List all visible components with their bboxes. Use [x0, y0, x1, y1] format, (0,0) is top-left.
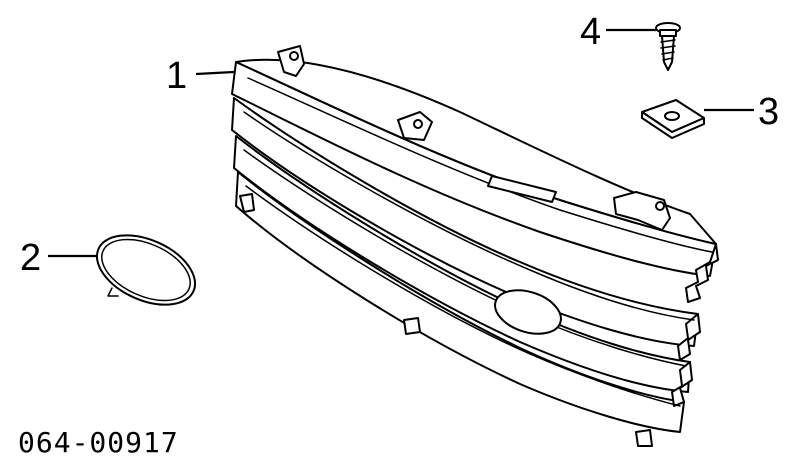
callout-1: 1 — [166, 55, 187, 97]
slat-edge-line-4 — [245, 185, 681, 407]
bottom-clip-left — [239, 193, 255, 213]
grille-slat-2 — [231, 97, 699, 347]
document-number: 064-00917 — [18, 426, 179, 459]
mounting-tab-right — [613, 191, 671, 231]
screw-part — [655, 22, 681, 71]
grille-end-cap-3 — [671, 361, 693, 407]
grille-top-rail — [235, 58, 717, 245]
slat-edge-line-1 — [247, 77, 713, 253]
callout-2: 2 — [20, 237, 41, 279]
grille-end-cap-1 — [685, 243, 719, 303]
slat-edge-line-2 — [243, 111, 695, 321]
grille-end-cap-2 — [677, 313, 701, 361]
grille-part — [231, 45, 719, 447]
mounting-tab-left — [277, 45, 305, 77]
ring-clip — [107, 287, 119, 297]
mounting-slot — [487, 175, 557, 203]
callout-3: 3 — [758, 91, 779, 133]
mounting-tab-center — [397, 111, 433, 141]
emblem-recess — [494, 289, 562, 335]
bottom-clip-right — [635, 429, 653, 447]
grille-slat-3 — [233, 135, 691, 393]
callout-4: 4 — [580, 11, 601, 53]
bottom-clip-center — [403, 317, 421, 335]
leader-line-1 — [195, 70, 235, 76]
grille-slat-4 — [235, 171, 685, 433]
nut-clip-part — [641, 99, 705, 139]
emblem-ring-part — [95, 234, 197, 306]
